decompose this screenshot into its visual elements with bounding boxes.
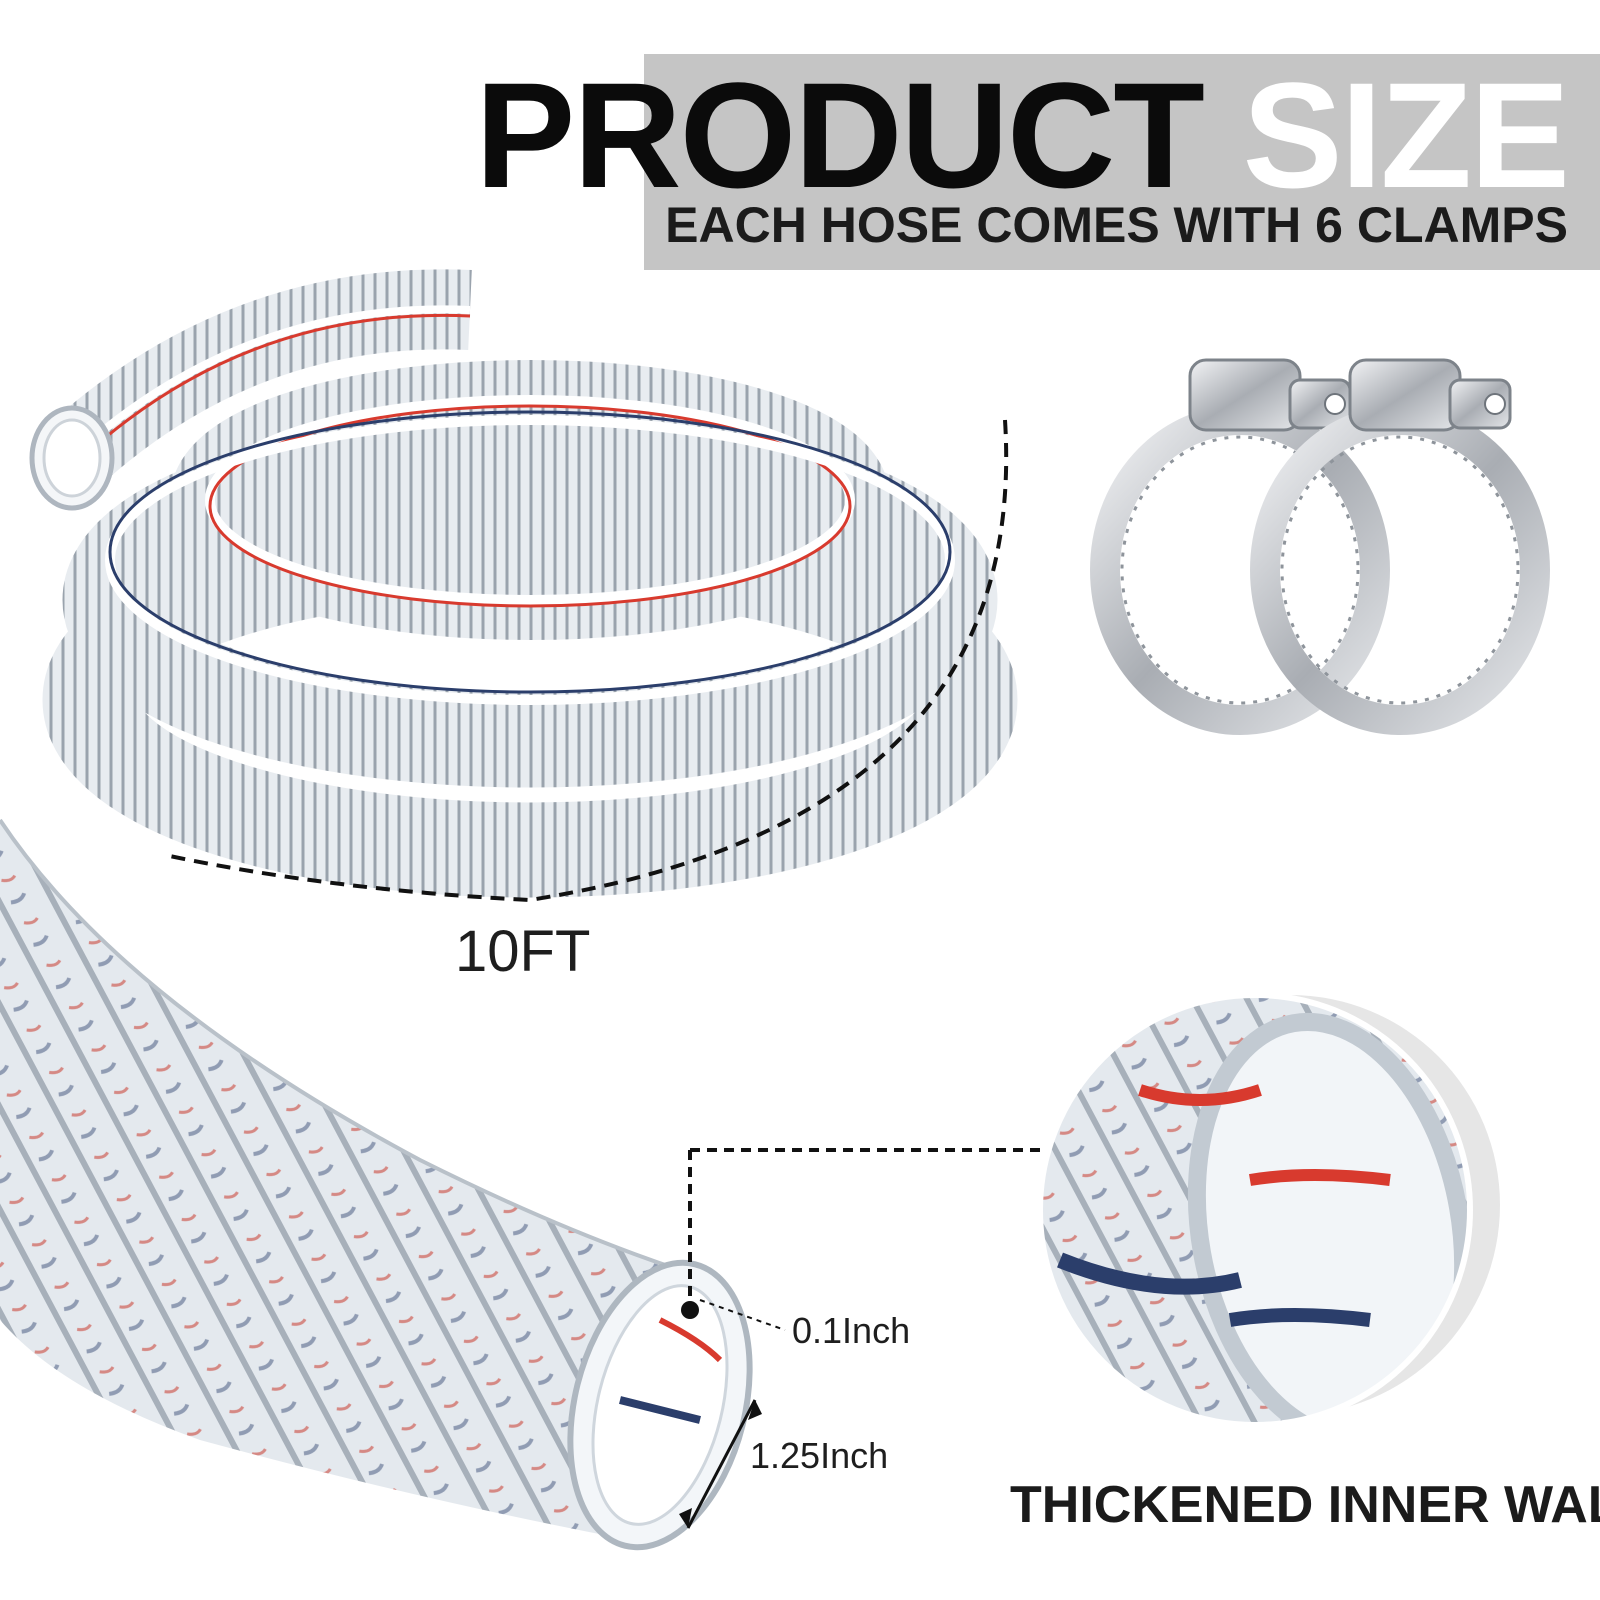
wall-thickness-label: 0.1Inch: [792, 1310, 911, 1351]
inner-diameter-label: 1.25Inch: [750, 1435, 889, 1476]
hose-clamp-2: [1250, 358, 1550, 735]
callout-caption: THICKENED INNER WALL: [1010, 1476, 1600, 1534]
hose-clamp-1: [1090, 358, 1390, 735]
page-subtitle: EACH HOSE COMES WITH 6 CLAMPS: [665, 197, 1568, 253]
coiled-hose-image: [29, 269, 1018, 898]
title-word-size: SIZE: [1242, 51, 1570, 219]
title-band: PRODUCT SIZE EACH HOSE COMES WITH 6 CLAM…: [475, 54, 1600, 270]
diameter-dimension-guide: [679, 1148, 1050, 1529]
length-dimension-guide: [164, 419, 1009, 903]
hose-closeup-image: [0, 818, 753, 1551]
length-label: 10FT: [455, 919, 591, 984]
page-title: PRODUCT SIZE: [475, 60, 1570, 210]
title-word-product: PRODUCT: [475, 51, 1205, 219]
wall-zoom-callout: [1037, 992, 1500, 1428]
